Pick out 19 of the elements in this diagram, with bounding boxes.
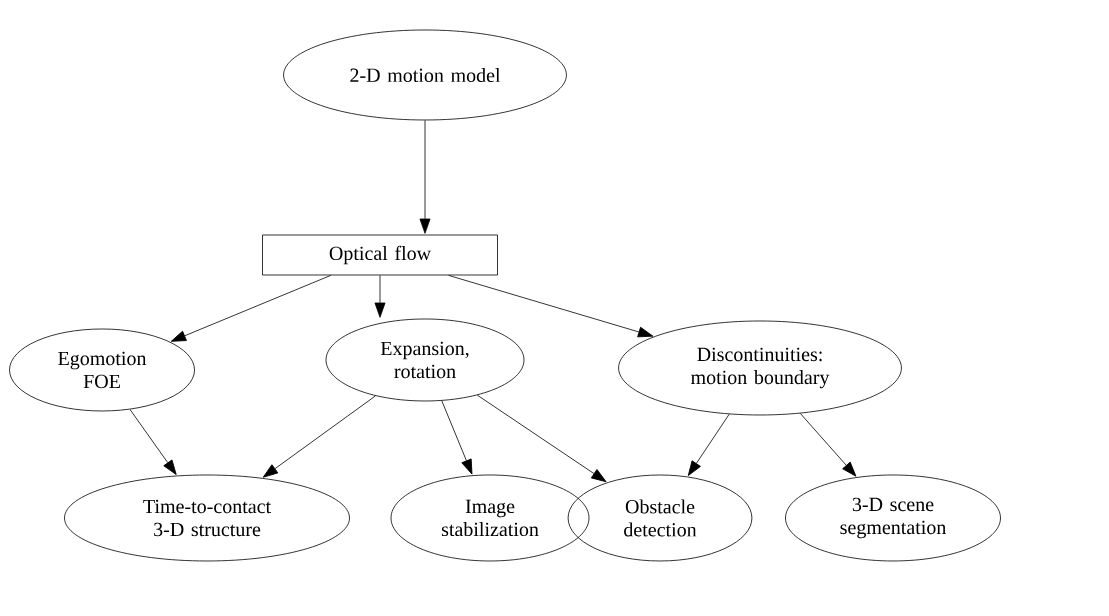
arrow [170, 275, 332, 342]
arrow [476, 394, 607, 483]
arrow [374, 275, 386, 318]
arrow [687, 413, 730, 476]
ellipse-node: Egomotion FOE [9, 328, 195, 412]
ellipse-node: Discontinuities: motion boundary [618, 320, 902, 416]
arrow [129, 409, 177, 475]
ellipse-node: 3-D scene segmentation [785, 474, 1001, 562]
process-box: Optical flow [262, 234, 498, 276]
arrow [799, 413, 857, 477]
ellipse-node: Obstacle detection [567, 474, 753, 562]
arrow [448, 275, 654, 338]
arrow [262, 395, 376, 478]
ellipse-node: 2-D motion model [283, 29, 567, 121]
ellipse-node: Expansion, rotation [325, 318, 525, 402]
arrow [441, 400, 473, 475]
arrow [419, 120, 431, 234]
ellipse-node: Time-to-contact 3-D structure [64, 474, 350, 562]
ellipse-node: Image stabilization [390, 474, 590, 562]
